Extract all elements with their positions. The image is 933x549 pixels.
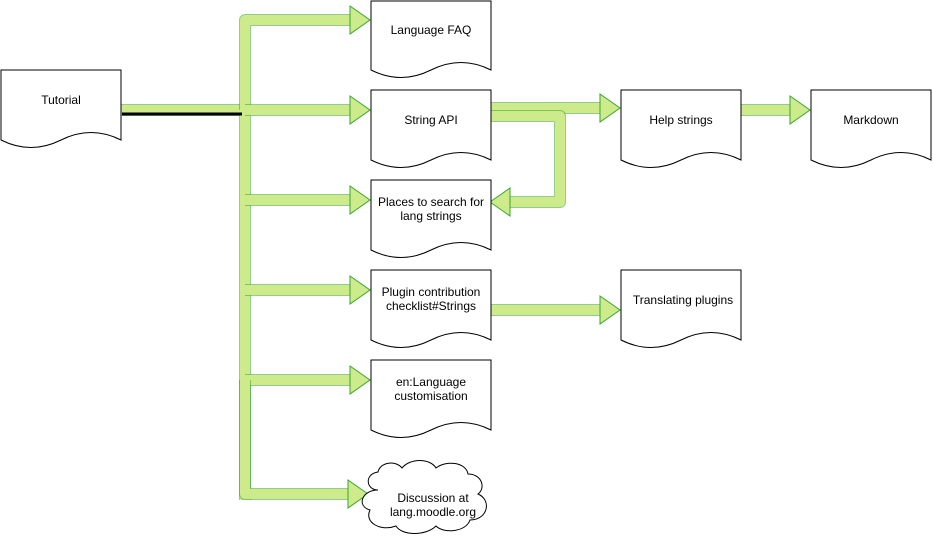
connector-to-places-to-search: [245, 185, 371, 215]
connector-to-discussion: [239, 380, 369, 509]
node-places-to-search[interactable]: Places to search for lang strings: [370, 179, 492, 258]
connector-to-string-api: [245, 95, 371, 125]
connector-plugin-to-translating: [491, 295, 621, 325]
node-discussion-line2: lang.moodle.org: [390, 505, 476, 519]
node-discussion-line1: Discussion at: [397, 491, 469, 505]
node-language-customisation-line2: customisation: [394, 389, 467, 403]
connector-to-plugin-contribution: [245, 275, 371, 305]
node-discussion-cloud[interactable]: Discussion at lang.moodle.org: [361, 460, 487, 534]
node-plugin-contribution-line2: checklist#Strings: [386, 299, 476, 313]
connectors: [121, 5, 811, 509]
connector-string-api-to-help-strings: [491, 93, 621, 123]
node-string-api-label: String API: [404, 113, 457, 127]
node-string-api[interactable]: String API: [370, 89, 492, 168]
node-help-strings-label: Help strings: [649, 113, 712, 127]
connector-string-api-to-places: [489, 110, 566, 217]
node-translating-plugins-label: Translating plugins: [633, 293, 733, 307]
node-language-customisation[interactable]: en:Language customisation: [370, 359, 492, 438]
connector-to-language-customisation: [245, 365, 371, 395]
node-translating-plugins[interactable]: Translating plugins: [620, 269, 742, 348]
node-tutorial[interactable]: Tutorial: [0, 69, 122, 148]
node-markdown-label: Markdown: [843, 113, 898, 127]
node-language-customisation-line1: en:Language: [396, 375, 466, 389]
connector-help-strings-to-markdown: [741, 95, 811, 125]
node-places-to-search-line1: Places to search for: [378, 195, 484, 209]
node-language-faq-label: Language FAQ: [391, 23, 472, 37]
node-language-faq[interactable]: Language FAQ: [370, 0, 492, 78]
connector-to-language-faq: [239, 5, 371, 110]
connector-tutorial-trunk: [121, 104, 251, 500]
node-tutorial-label: Tutorial: [41, 93, 81, 107]
node-markdown[interactable]: Markdown: [810, 89, 932, 168]
node-help-strings[interactable]: Help strings: [620, 89, 742, 168]
node-plugin-contribution[interactable]: Plugin contribution checklist#Strings: [370, 269, 492, 348]
node-plugin-contribution-line1: Plugin contribution: [382, 285, 481, 299]
node-places-to-search-line2: lang strings: [400, 209, 461, 223]
